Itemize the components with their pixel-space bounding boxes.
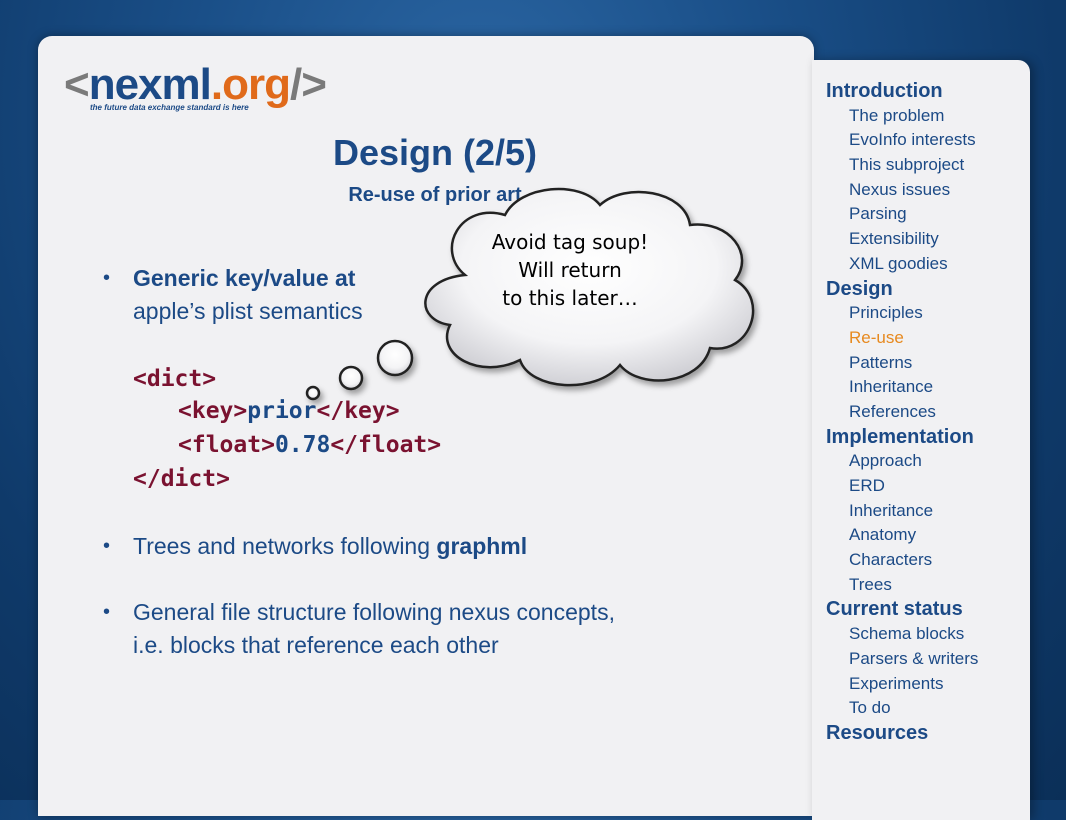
navigation-panel	[812, 60, 1030, 820]
slide-title: Design (2/5)	[332, 132, 538, 173]
nav-item-inheritance[interactable]: Inheritance	[849, 377, 934, 397]
nav-item-approach[interactable]: Approach	[849, 451, 922, 471]
code-tag: </dict>	[133, 466, 230, 492]
nav-item-anatomy[interactable]: Anatomy	[849, 525, 917, 545]
thought-bubble-cloud	[305, 187, 755, 401]
nav-item-re-use[interactable]: Re-use	[849, 327, 904, 347]
cloud-body	[424, 187, 755, 387]
code-tag: </key>	[316, 398, 400, 424]
nav-item-characters[interactable]: Characters	[849, 550, 933, 570]
nav-item-erd[interactable]: ERD	[849, 476, 885, 495]
code-value: 0.78	[274, 432, 331, 458]
nav-section-resources[interactable]: Resources	[826, 721, 929, 744]
bullet2-text: Trees and networks following	[133, 533, 437, 559]
nav-item-extensibility[interactable]: Extensibility	[849, 229, 939, 249]
nav-item-xml-goodies[interactable]: XML goodies	[849, 253, 948, 273]
nav-item-parsing[interactable]: Parsing	[849, 204, 907, 224]
nav-item-trees[interactable]: Trees	[849, 574, 892, 594]
nexml-logo[interactable]: <nexml.org/> the future data exchange st…	[64, 60, 327, 120]
bullet3-line1: General file structure following nexus c…	[133, 599, 615, 625]
code-line-key: <key>prior</key>	[178, 398, 400, 424]
nav-item-the-problem[interactable]: The problem	[849, 105, 945, 125]
code-tag: </float>	[330, 432, 442, 458]
logo-slash-gt: />	[289, 60, 327, 109]
nav-item-experiments[interactable]: Experiments	[849, 673, 944, 693]
nav-section-design[interactable]: Design	[826, 277, 893, 300]
nav-item-this-subproject[interactable]: This subproject	[849, 155, 965, 175]
code-tag: <key>	[178, 398, 248, 424]
bullet-graphml: • Trees and networks following graphml	[103, 530, 753, 563]
slide-subtitle: Re-use of prior art	[348, 184, 522, 206]
thought-circle-large	[376, 339, 414, 377]
nav-item-principles[interactable]: Principles	[849, 303, 923, 323]
logo-nexml: nexml	[88, 60, 212, 109]
nav-item-inheritance[interactable]: Inheritance	[849, 500, 934, 520]
bullet1-bold: Generic key/value at	[133, 265, 356, 291]
code-line-dict-open: <dict>	[133, 366, 216, 392]
bullet2-bold: graphml	[436, 533, 528, 559]
code-tag: <dict>	[133, 366, 217, 392]
nav-item-to-do[interactable]: To do	[849, 698, 891, 718]
bullet-generic-key-value: • Generic key/value at apple’s plist sem…	[103, 262, 753, 328]
nav-item-evoinfo-interests[interactable]: EvoInfo interests	[849, 130, 976, 150]
thought-circle-medium	[338, 365, 364, 391]
nav-item-references[interactable]: References	[849, 401, 936, 421]
logo-tagline: the future data exchange standard is her…	[90, 103, 249, 112]
nav-section-introduction[interactable]: Introduction	[826, 80, 943, 102]
code-value: prior	[247, 398, 317, 424]
bullet-dot: •	[103, 267, 111, 289]
thought-line-3: to this later…	[502, 286, 638, 310]
bullet3-line2: i.e. blocks that reference each other	[133, 632, 499, 658]
nav-section-implementation[interactable]: Implementation	[826, 425, 974, 448]
nav-item-nexus-issues[interactable]: Nexus issues	[849, 179, 951, 199]
thought-bubble-text: Avoid tag soup! Will return to this late…	[440, 228, 700, 312]
code-line-dict-close: </dict>	[133, 466, 230, 492]
nav-item-schema-blocks[interactable]: Schema blocks	[849, 624, 965, 644]
bullet-file-structure: • General file structure following nexus…	[103, 596, 763, 662]
code-tag: <float>	[178, 432, 275, 458]
slide-panel	[38, 36, 814, 816]
logo-org: .org	[210, 60, 291, 109]
code-line-float: <float>0.78</float>	[178, 432, 441, 458]
logo-wordmark: <nexml.org/>	[64, 60, 327, 110]
thought-circle-small	[305, 385, 321, 401]
logo-lt: <	[64, 60, 90, 109]
bullet-dot: •	[103, 601, 111, 623]
thought-line-1: Avoid tag soup!	[491, 230, 649, 254]
nav-item-parsers-writers[interactable]: Parsers & writers	[849, 648, 979, 668]
nav-section-current-status[interactable]: Current status	[826, 598, 963, 621]
bullet-dot: •	[103, 535, 111, 557]
bullet1-line2: apple’s plist semantics	[133, 298, 363, 324]
nav-item-patterns[interactable]: Patterns	[849, 352, 913, 372]
thought-line-2: Will return	[518, 258, 622, 282]
